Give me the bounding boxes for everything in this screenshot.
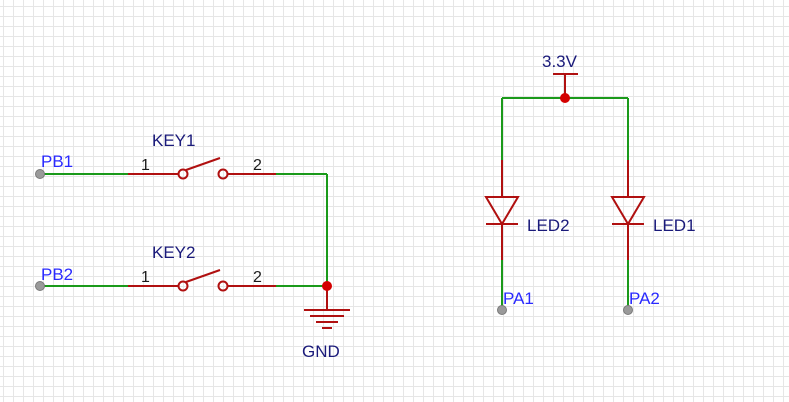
- gnd-label: GND: [302, 342, 340, 361]
- key1-circuit: PB1 KEY1 1 2: [35, 131, 327, 180]
- led2-designator: LED2: [527, 216, 570, 235]
- led1-branch: LED1 PA2: [610, 98, 696, 315]
- key2-designator: KEY2: [152, 243, 195, 262]
- key2-contact-right: [217, 280, 229, 292]
- key2-pin1-number: 1: [141, 269, 150, 286]
- gnd-symbol: GND: [302, 281, 350, 361]
- key1-lever: [185, 157, 221, 171]
- pin-pa2[interactable]: [623, 305, 633, 315]
- key1-pin2-number: 2: [253, 157, 262, 174]
- vcc-symbol: 3.3V: [502, 52, 628, 103]
- net-label-pa2: PA2: [629, 289, 660, 308]
- pin-pb1[interactable]: [35, 169, 45, 179]
- vcc-label: 3.3V: [542, 52, 578, 71]
- net-label-pb2: PB2: [41, 265, 73, 284]
- key2-contact-left: [177, 280, 189, 292]
- vcc-junction: [560, 93, 570, 103]
- gnd-junction: [322, 281, 332, 291]
- led1-designator: LED1: [653, 216, 696, 235]
- led1-triangle: [610, 196, 646, 226]
- net-label-pa1: PA1: [503, 289, 534, 308]
- pin-pb2[interactable]: [35, 281, 45, 291]
- key1-contact-right: [217, 168, 229, 180]
- led2-triangle: [484, 196, 520, 226]
- key2-circuit: PB2 KEY2 1 2: [35, 243, 327, 292]
- key1-contact-left: [177, 168, 189, 180]
- led2-branch: LED2 PA1: [484, 98, 570, 315]
- key2-lever: [185, 269, 221, 283]
- pin-pa1[interactable]: [497, 305, 507, 315]
- key1-designator: KEY1: [152, 131, 195, 150]
- key2-pin2-number: 2: [253, 269, 262, 286]
- key1-pin1-number: 1: [141, 157, 150, 174]
- net-label-pb1: PB1: [41, 152, 73, 171]
